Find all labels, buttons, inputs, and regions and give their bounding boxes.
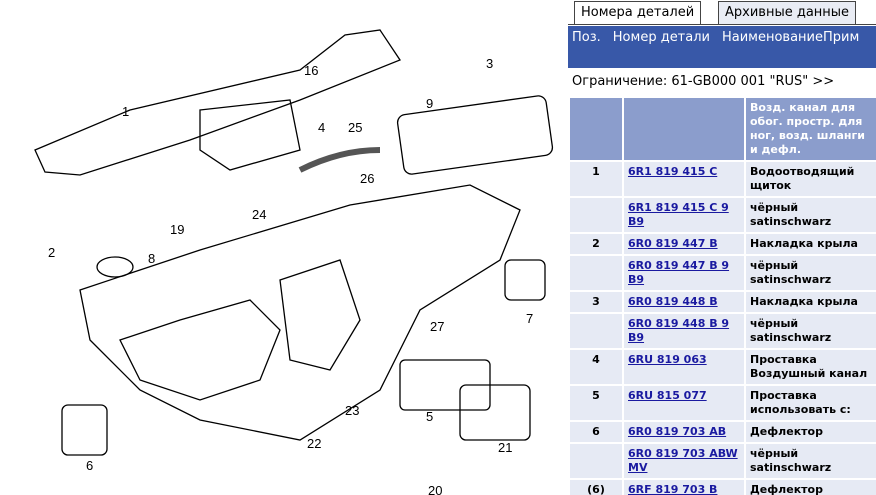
callout[interactable]: 3 xyxy=(486,56,493,71)
row-name: Проставка Воздушный канал xyxy=(746,350,876,384)
callout[interactable]: 6 xyxy=(86,458,93,473)
row-pos: 2 xyxy=(570,234,622,254)
row-name: Дефлектор xyxy=(746,422,876,442)
row-part-cell: 6R1 819 415 C xyxy=(624,162,744,196)
dashboard xyxy=(79,184,521,441)
vent-6 xyxy=(61,404,108,456)
callout[interactable]: 27 xyxy=(430,319,444,334)
table-row: 6R1 819 415 C 9 B9 чёрный satinschwarz xyxy=(570,198,876,232)
parts-table: Возд. канал для обог. простр. для ног, в… xyxy=(568,96,876,495)
callout[interactable]: 4 xyxy=(318,120,325,135)
table-row: 6R0 819 448 B 9 B9 чёрный satinschwarz xyxy=(570,314,876,348)
col-pos[interactable]: Поз. xyxy=(572,30,601,45)
row-name: Дефлектор xyxy=(746,480,876,495)
part-number-link[interactable]: 6R0 819 703 ABW MV xyxy=(628,447,738,474)
row-pos: 5 xyxy=(570,386,622,420)
part-number-link[interactable]: 6R0 819 448 B xyxy=(628,295,718,308)
row-part-cell: 6R0 819 703 ABW MV xyxy=(624,444,744,478)
part-number-link[interactable]: 6RU 819 063 xyxy=(628,353,707,366)
callout[interactable]: 7 xyxy=(526,311,533,326)
restriction-link[interactable]: Ограничение: 61-GB000 001 "RUS" >> xyxy=(572,74,835,89)
tab-archive-data[interactable]: Архивные данные xyxy=(718,1,857,24)
callout[interactable]: 23 xyxy=(345,403,359,418)
part-number-link[interactable]: 6R0 819 447 B 9 B9 xyxy=(628,259,730,286)
row-name: чёрный satinschwarz xyxy=(746,314,876,348)
row-part-cell: 6R0 819 448 B 9 B9 xyxy=(624,314,744,348)
group-cell xyxy=(570,98,622,160)
table-row: 1 6R1 819 415 C Водоотводящий щиток xyxy=(570,162,876,196)
row-name: чёрный satinschwarz xyxy=(746,444,876,478)
row-pos: 1 xyxy=(570,162,622,196)
row-pos: 3 xyxy=(570,292,622,312)
callout[interactable]: 9 xyxy=(426,96,433,111)
vent-8 xyxy=(96,256,134,278)
col-name[interactable]: НаименованиеПрим xyxy=(721,30,860,45)
row-pos xyxy=(570,444,622,478)
row-part-cell: 6R0 819 447 B 9 B9 xyxy=(624,256,744,290)
callout[interactable]: 1 xyxy=(122,104,129,119)
row-part-cell: 6R0 819 447 B xyxy=(624,234,744,254)
row-part-cell: 6R0 819 448 B xyxy=(624,292,744,312)
row-pos: (6) xyxy=(570,480,622,495)
row-part-cell: 6RF 819 703 B xyxy=(624,480,744,495)
table-row: 4 6RU 819 063 Проставка Воздушный канал xyxy=(570,350,876,384)
part-number-link[interactable]: 6R1 819 415 C xyxy=(628,165,718,178)
table-row: 6R0 819 703 ABW MV чёрный satinschwarz xyxy=(570,444,876,478)
row-pos: 4 xyxy=(570,350,622,384)
row-name: Накладка крыла xyxy=(746,234,876,254)
row-pos xyxy=(570,198,622,232)
row-part-cell: 6RU 819 063 xyxy=(624,350,744,384)
cowl-panel xyxy=(34,29,401,176)
tab-part-numbers[interactable]: Номера деталей xyxy=(574,1,702,24)
part-number-link[interactable]: 6RU 815 077 xyxy=(628,389,707,402)
row-name: Водоотводящий щиток xyxy=(746,162,876,196)
group-header: Возд. канал для обог. простр. для ног, в… xyxy=(746,98,876,160)
part-number-link[interactable]: 6R0 819 703 AB xyxy=(628,425,727,438)
row-pos xyxy=(570,256,622,290)
tab-bar: Номера деталей Архивные данные xyxy=(568,0,876,25)
row-name: Проставка использовать с: xyxy=(746,386,876,420)
row-name: чёрный satinschwarz xyxy=(746,256,876,290)
row-part-cell: 6R0 819 703 AB xyxy=(624,422,744,442)
vent-21 xyxy=(459,384,531,441)
table-row: 6R0 819 447 B 9 B9 чёрный satinschwarz xyxy=(570,256,876,290)
callout[interactable]: 2 xyxy=(48,245,55,260)
airbag xyxy=(396,95,554,175)
callout[interactable]: 21 xyxy=(498,440,512,455)
col-part-number[interactable]: Номер детали xyxy=(612,30,710,45)
table-row: (6) 6RF 819 703 B Дефлектор xyxy=(570,480,876,495)
hose xyxy=(298,147,381,173)
part-number-link[interactable]: 6R1 819 415 C 9 B9 xyxy=(628,201,729,228)
callout[interactable]: 22 xyxy=(307,436,321,451)
row-part-cell: 6R1 819 415 C 9 B9 xyxy=(624,198,744,232)
vent-7 xyxy=(504,259,546,301)
callout[interactable]: 26 xyxy=(360,171,374,186)
part-number-link[interactable]: 6R0 819 448 B 9 B9 xyxy=(628,317,730,344)
callout[interactable]: 16 xyxy=(304,63,318,78)
row-pos: 6 xyxy=(570,422,622,442)
callout[interactable]: 24 xyxy=(252,207,266,222)
callout[interactable]: 25 xyxy=(348,120,362,135)
table-row: 5 6RU 815 077 Проставка использовать с: xyxy=(570,386,876,420)
table-row: 3 6R0 819 448 B Накладка крыла xyxy=(570,292,876,312)
row-name: чёрный satinschwarz xyxy=(746,198,876,232)
air-duct xyxy=(199,99,301,171)
row-name: Накладка крыла xyxy=(746,292,876,312)
callout-numbers: 1 2 3 4 5 6 7 8 9 16 19 20 21 22 23 24 2… xyxy=(48,56,533,495)
parts-panel: Номера деталей Архивные данные Поз. Номер… xyxy=(568,0,876,495)
row-pos xyxy=(570,314,622,348)
parts-diagram: 1 2 3 4 5 6 7 8 9 16 19 20 21 22 23 24 2… xyxy=(34,29,554,495)
callout[interactable]: 19 xyxy=(170,222,184,237)
callout[interactable]: 20 xyxy=(428,483,442,495)
part-number-link[interactable]: 6R0 819 447 B xyxy=(628,237,718,250)
callout[interactable]: 5 xyxy=(426,409,433,424)
vent-5 xyxy=(399,359,491,411)
table-row: 6 6R0 819 703 AB Дефлектор xyxy=(570,422,876,442)
group-cell xyxy=(624,98,744,160)
part-number-link[interactable]: 6RF 819 703 B xyxy=(628,483,718,495)
row-part-cell: 6RU 815 077 xyxy=(624,386,744,420)
callout[interactable]: 8 xyxy=(148,251,155,266)
table-row: 2 6R0 819 447 B Накладка крыла xyxy=(570,234,876,254)
column-header: Поз. Номер детали НаименованиеПрим xyxy=(568,26,876,68)
